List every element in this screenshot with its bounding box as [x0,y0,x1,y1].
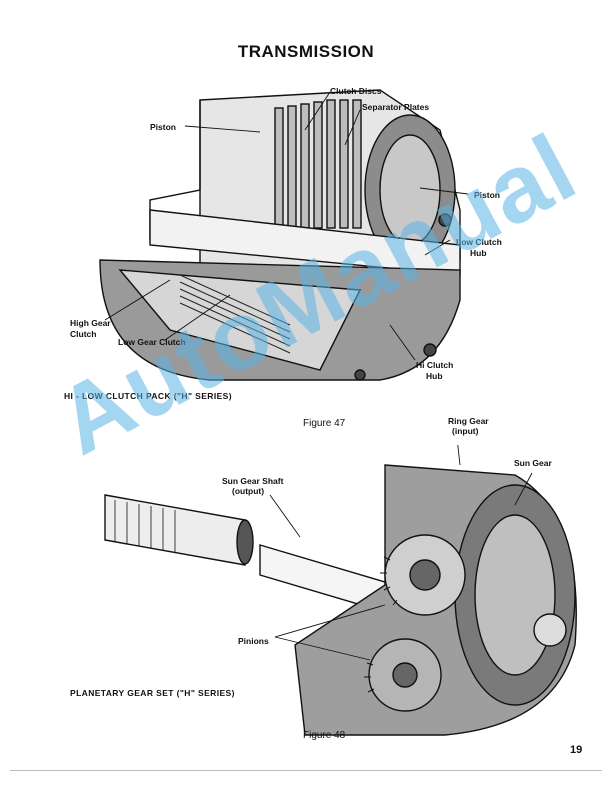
label-ring-gear-line2: (input) [452,426,479,436]
label-high-gear-clutch-line1: High Gear [70,318,111,328]
label-piston-left: Piston [150,122,176,132]
section-title-clutch-pack: HI - LOW CLUTCH PACK ("H" SERIES) [64,391,232,401]
label-low-clutch-hub-line1: Low Clutch [456,237,502,247]
caption-figure-48: Figure 48 [303,730,346,741]
page-title: TRANSMISSION [237,42,375,61]
label-hi-clutch-hub-line1: Hi Clutch [416,360,454,370]
label-low-gear-clutch: Low Gear Clutch [118,337,186,347]
clutch-pack-illustration [99,89,469,381]
label-sun-gear: Sun Gear [514,458,552,468]
page-number: 19 [570,744,583,756]
label-ring-gear-line1: Ring Gear [448,416,489,426]
label-clutch-discs: Clutch Discs [330,86,382,96]
label-hi-clutch-hub-line2: Hub [426,371,443,381]
label-pinions: Pinions [238,636,269,646]
label-high-gear-clutch-line2: Clutch [70,329,97,339]
label-sun-gear-shaft-line1: Sun Gear Shaft [222,476,284,486]
label-sun-gear-shaft-line2: (output) [232,486,265,496]
label-piston-right: Piston [474,190,500,200]
label-separator-plates: Separator Plates [362,102,430,112]
planetary-gear-set-illustration [104,445,577,736]
caption-figure-47: Figure 47 [303,418,346,429]
section-title-planetary-gear-set: PLANETARY GEAR SET ("H" SERIES) [70,688,235,698]
label-low-clutch-hub-line2: Hub [470,248,487,258]
bottom-divider [10,770,602,771]
